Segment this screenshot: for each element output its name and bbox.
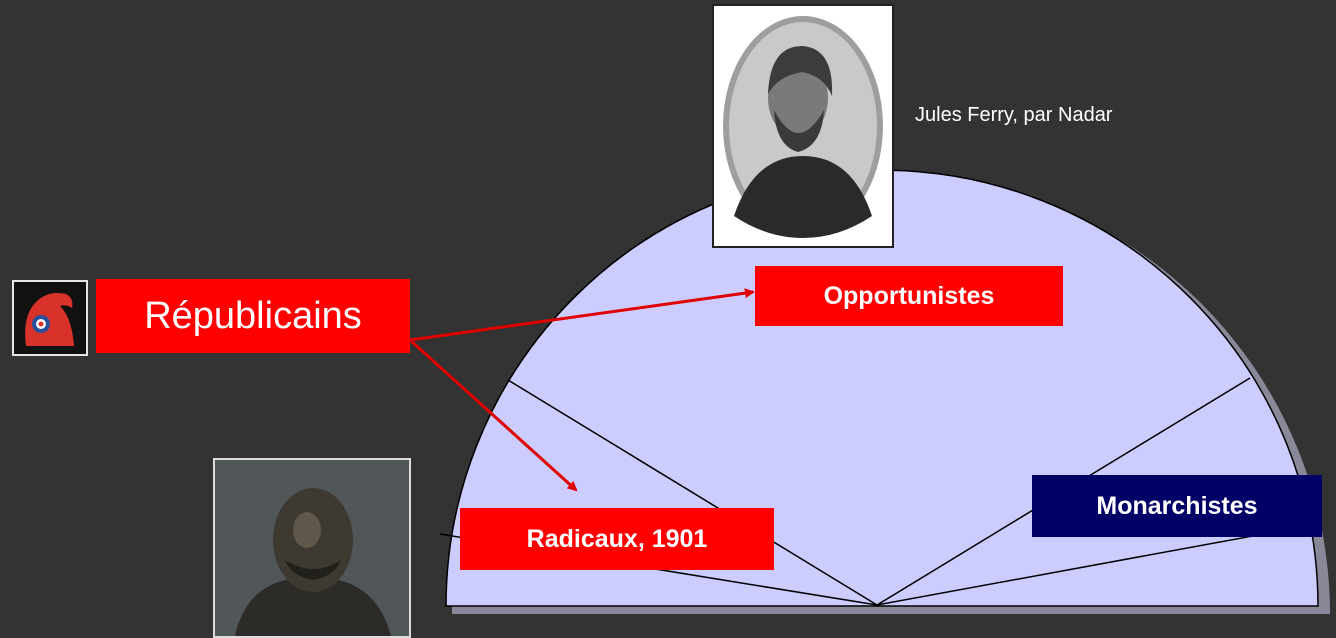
arrows	[408, 288, 755, 492]
sector-line-left-upper	[507, 379, 878, 606]
sector-line-right-lower	[876, 527, 1297, 606]
phrygian-cap-icon	[12, 280, 88, 356]
arrow-to-opportunistes	[409, 288, 755, 342]
monarchistes-label: Monarchistes	[1032, 475, 1322, 537]
ferry-caption: Jules Ferry, par Nadar	[915, 104, 1113, 126]
jules-ferry-portrait	[712, 4, 894, 248]
radical-bust-photo	[213, 458, 411, 638]
opportunistes-label: Opportunistes	[755, 266, 1063, 326]
republicains-label: Républicains	[96, 279, 410, 353]
arrow-to-radicaux	[408, 338, 578, 492]
radicaux-label: Radicaux, 1901	[460, 508, 774, 570]
